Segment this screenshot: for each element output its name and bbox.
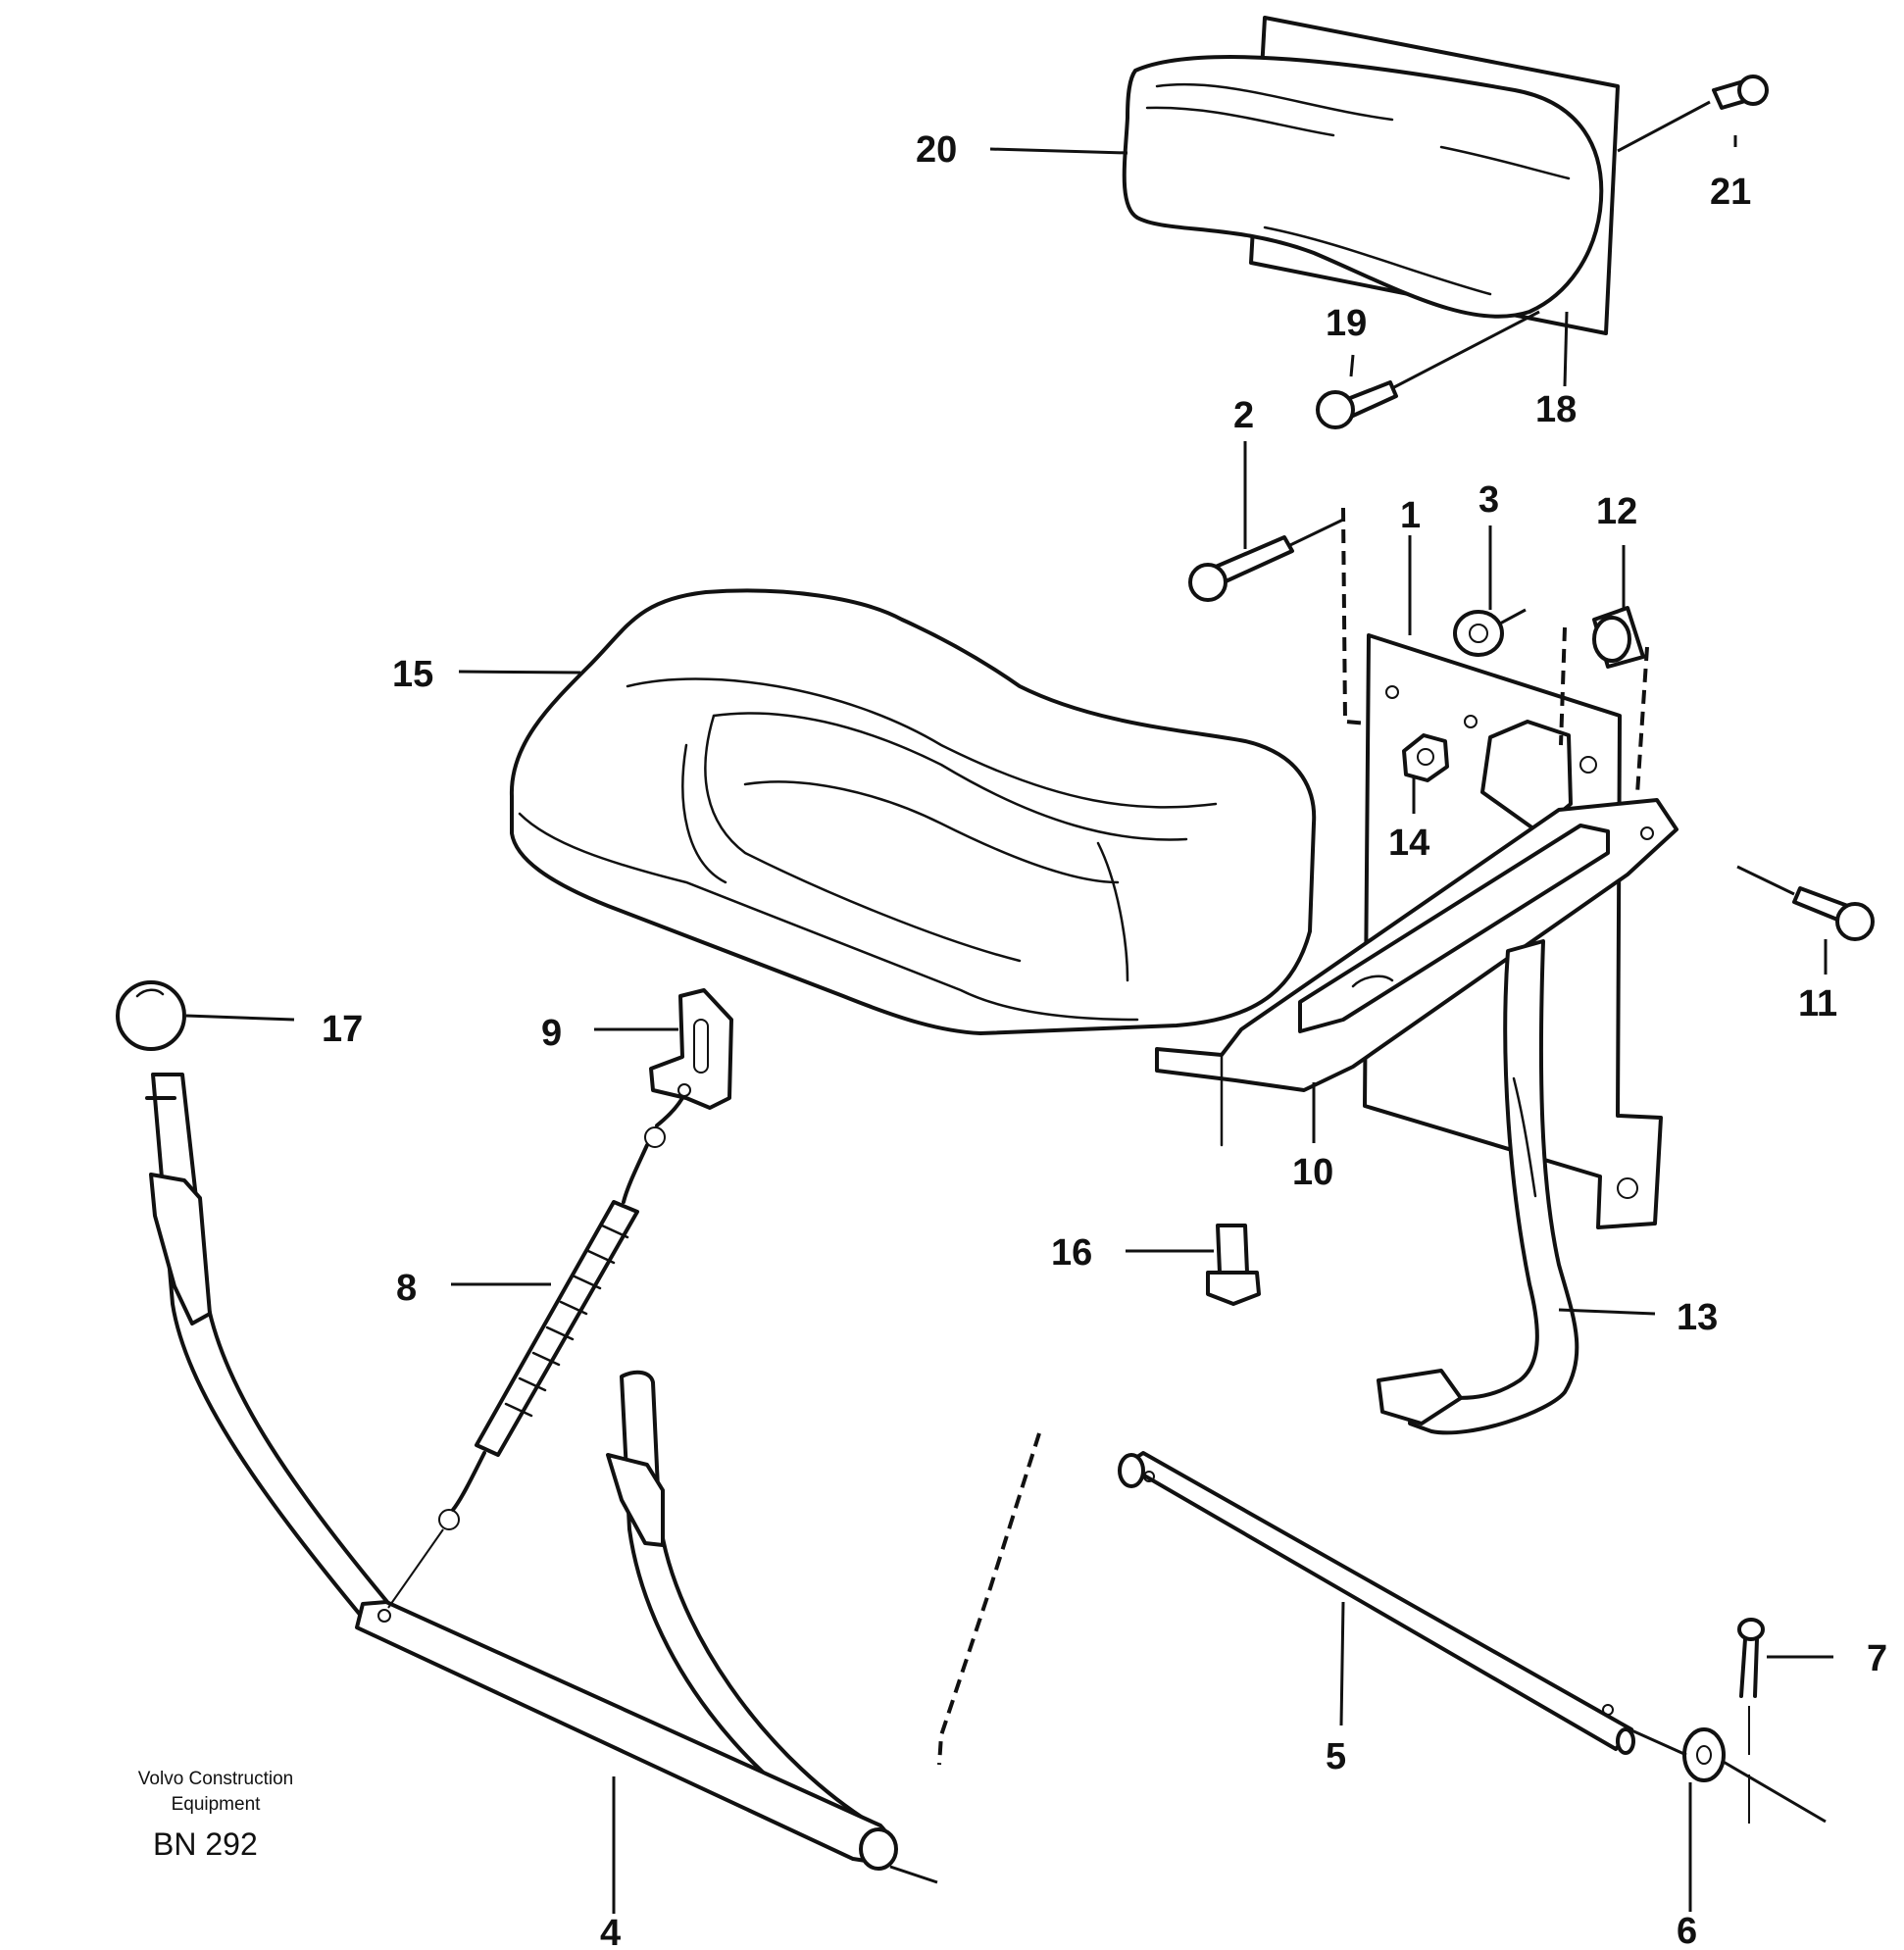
callout-3: 3 [1478, 479, 1499, 521]
lever-frame-4 [145, 1073, 898, 1871]
bolt-2 [1188, 507, 1370, 725]
bushing-12 [1559, 606, 1649, 795]
callout-labels: 20 21 19 18 2 1 3 12 15 14 11 17 9 10 16… [322, 129, 1887, 1950]
callout-11: 11 [1798, 983, 1837, 1025]
callout-9: 9 [541, 1013, 562, 1054]
nut-14 [1402, 733, 1449, 782]
callout-15: 15 [392, 654, 433, 695]
callout-12: 12 [1596, 491, 1637, 532]
tension-spring-8 [387, 1096, 684, 1609]
washer-3 [1453, 608, 1527, 657]
bolt-21 [1617, 75, 1769, 153]
callout-20: 20 [916, 129, 957, 171]
callout-8: 8 [396, 1268, 417, 1309]
callout-1: 1 [1400, 495, 1421, 536]
callout-10: 10 [1292, 1152, 1333, 1193]
callout-4: 4 [600, 1913, 621, 1950]
callout-19: 19 [1326, 303, 1367, 344]
publisher-credit: Volvo Construction Equipment BN 292 [138, 1769, 293, 1862]
washer-6 [1628, 1727, 1827, 1824]
seat-cushion [509, 588, 1317, 1035]
callout-18: 18 [1535, 389, 1577, 430]
callout-5: 5 [1326, 1736, 1346, 1777]
shaft-5 [889, 1432, 1635, 1884]
screw-19 [1316, 310, 1540, 429]
credit-line-1: Volvo Construction [138, 1769, 293, 1789]
callout-2: 2 [1233, 395, 1254, 436]
bolt-16 [1206, 1224, 1261, 1306]
callout-13: 13 [1677, 1297, 1718, 1338]
callout-16: 16 [1051, 1232, 1092, 1274]
callout-14: 14 [1388, 823, 1429, 864]
callout-17: 17 [322, 1009, 363, 1050]
knob-17 [116, 980, 186, 1051]
figure-code: BN 292 [153, 1826, 258, 1862]
strap-13 [1377, 939, 1579, 1435]
angle-bracket-9 [649, 988, 733, 1110]
backrest-cushion [1122, 55, 1604, 319]
bolt-11 [1736, 865, 1875, 941]
leader-lines [185, 135, 1833, 1914]
callout-6: 6 [1677, 1911, 1697, 1950]
credit-line-2: Equipment [172, 1794, 262, 1815]
callout-7: 7 [1867, 1638, 1887, 1679]
callout-21: 21 [1710, 172, 1751, 213]
cotter-pin-7 [1737, 1618, 1765, 1824]
slide-rail-10 [1155, 798, 1679, 1147]
